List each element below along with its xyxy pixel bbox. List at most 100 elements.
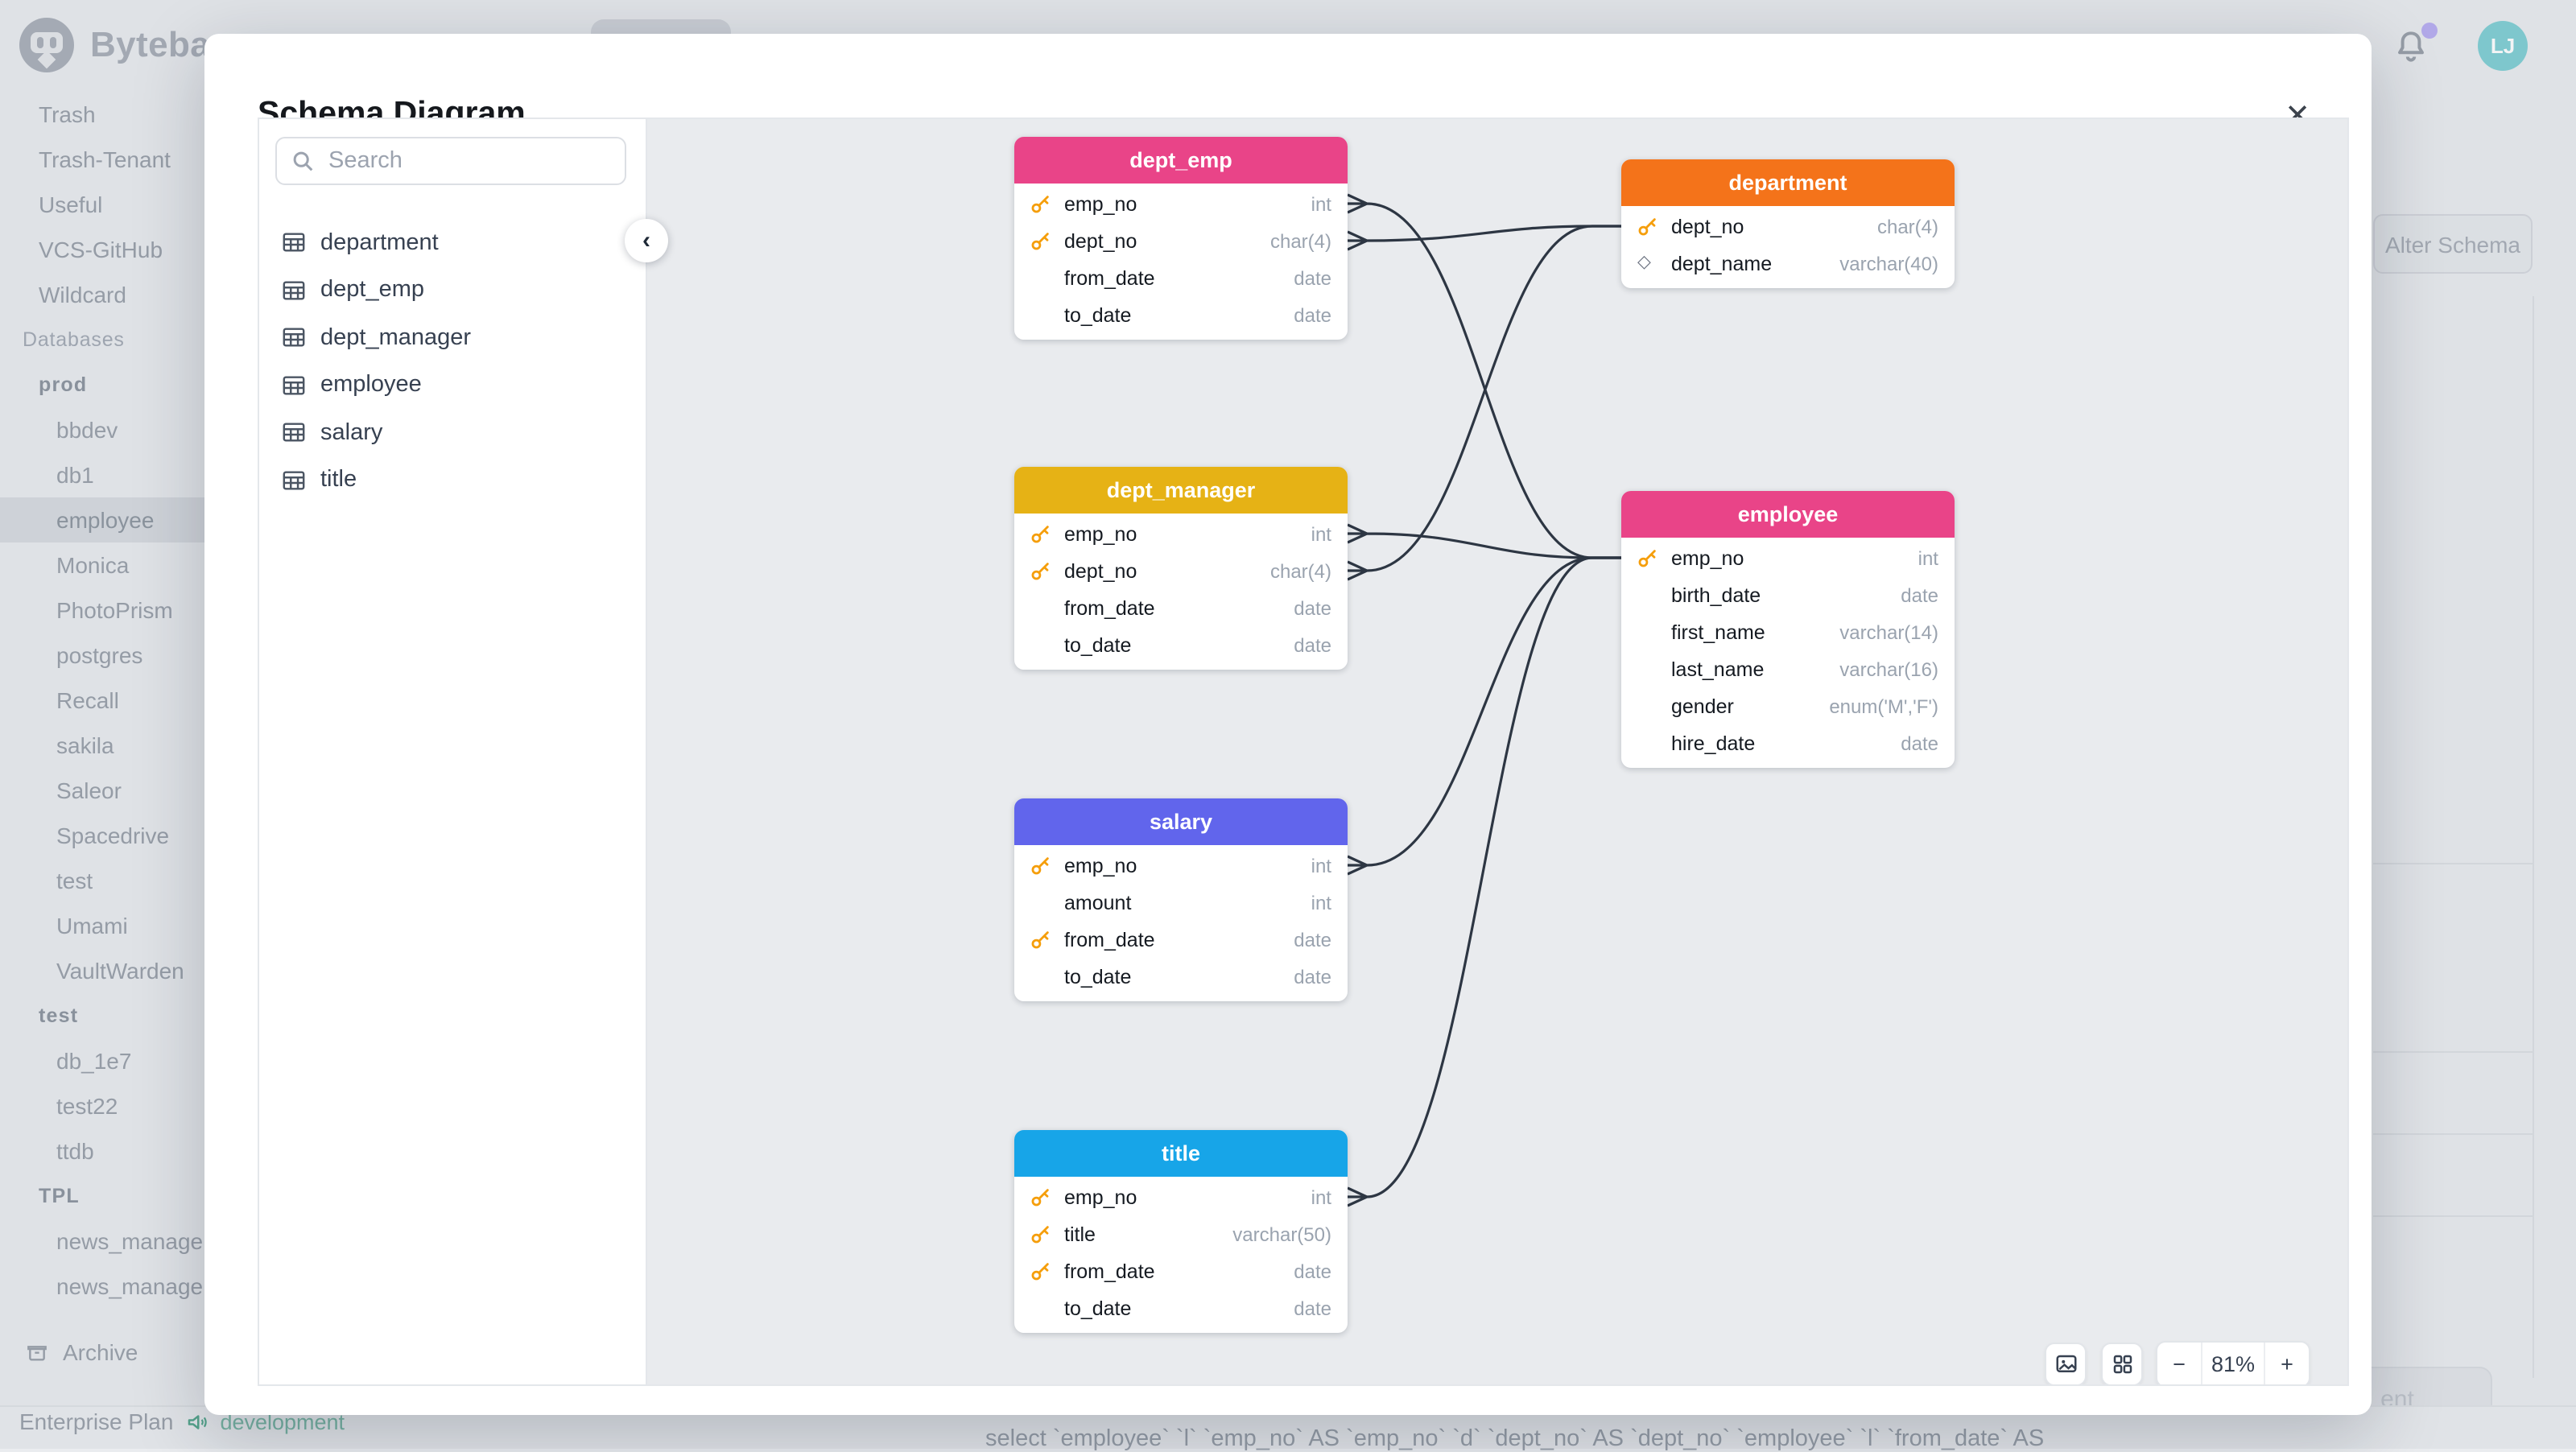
table-header[interactable]: employee xyxy=(1621,491,1955,538)
notification-dot xyxy=(2421,23,2438,39)
sidebar-item-databases: Databases xyxy=(0,317,333,362)
sidebar-item-monica[interactable]: Monica xyxy=(0,542,333,588)
column-type: char(4) xyxy=(1269,229,1331,252)
sidebar-item-spacedrive[interactable]: Spacedrive xyxy=(0,813,333,858)
sidebar-item-postgres[interactable]: postgres xyxy=(0,633,333,678)
column-type: date xyxy=(1294,633,1331,656)
table-list-item-title[interactable]: title xyxy=(259,456,646,504)
sidebar-item-trash[interactable]: Trash xyxy=(0,92,333,137)
avatar[interactable]: LJ xyxy=(2478,21,2528,71)
column-name: from_date xyxy=(1064,928,1155,951)
sidebar-item-label: test xyxy=(56,868,93,893)
sidebar-item-test[interactable]: test xyxy=(0,993,333,1038)
sidebar-item-label: test22 xyxy=(56,1093,118,1119)
column-name: from_date xyxy=(1064,596,1155,619)
sidebar-item-label: postgres xyxy=(56,642,143,668)
sidebar-item-vcs-github[interactable]: VCS-GitHub xyxy=(0,227,333,272)
grid-layout-icon xyxy=(2112,1355,2132,1374)
auto-layout-button[interactable] xyxy=(2101,1343,2143,1384)
column-type: date xyxy=(1294,1297,1331,1319)
sidebar-item-label: Useful xyxy=(39,192,103,217)
sidebar-item-label: test xyxy=(39,1004,79,1027)
column-name: from_date xyxy=(1064,266,1155,289)
table-list-item-department[interactable]: department xyxy=(259,219,646,266)
table-header[interactable]: title xyxy=(1014,1130,1348,1177)
export-image-button[interactable] xyxy=(2045,1343,2087,1384)
sidebar-item-vaultwarden[interactable]: VaultWarden xyxy=(0,948,333,993)
collapse-sidebar-button[interactable]: ‹ xyxy=(625,219,668,262)
sidebar-item-umami[interactable]: Umami xyxy=(0,903,333,948)
sidebar-item-sakila[interactable]: sakila xyxy=(0,723,333,768)
sidebar-item-label: prod xyxy=(39,373,88,396)
column-type: date xyxy=(1294,928,1331,951)
table-list-item-dept_emp[interactable]: dept_emp xyxy=(259,266,646,314)
sidebar-item-photoprism[interactable]: PhotoPrism xyxy=(0,588,333,633)
sidebar-item-news-manage[interactable]: news_manage xyxy=(0,1264,333,1309)
primary-key-icon xyxy=(1031,563,1049,580)
primary-key-icon xyxy=(1031,931,1049,949)
sidebar-item-test[interactable]: test xyxy=(0,858,333,903)
table-header[interactable]: department xyxy=(1621,159,1955,206)
sidebar-item-db-1e7[interactable]: db_1e7 xyxy=(0,1038,333,1083)
sidebar-item-label: Recall xyxy=(56,687,119,713)
zoom-out-button[interactable]: − xyxy=(2173,1352,2186,1376)
sidebar-item-prod[interactable]: prod xyxy=(0,362,333,407)
table-list-item-salary[interactable]: salary xyxy=(259,409,646,456)
archive-icon xyxy=(27,1346,47,1361)
sidebar-item-label: Databases xyxy=(23,328,125,351)
search-input[interactable]: Search xyxy=(275,137,626,185)
sidebar-item-label: Archive xyxy=(63,1339,138,1365)
column-name: to_date xyxy=(1064,1297,1132,1319)
notification-bell-icon[interactable] xyxy=(2391,27,2431,68)
column-type: varchar(14) xyxy=(1839,621,1938,643)
table-list-item-label: dept_emp xyxy=(320,277,424,303)
sidebar-item-wildcard[interactable]: Wildcard xyxy=(0,272,333,317)
sidebar-item-tpl[interactable]: TPL xyxy=(0,1174,333,1219)
sidebar-item-useful[interactable]: Useful xyxy=(0,182,333,227)
sidebar-item-db1[interactable]: db1 xyxy=(0,452,333,497)
table-header[interactable]: dept_emp xyxy=(1014,137,1348,184)
sidebar-item-news-manage[interactable]: news_manage xyxy=(0,1219,333,1264)
sidebar-item-recall[interactable]: Recall xyxy=(0,678,333,723)
column-name: emp_no xyxy=(1064,522,1137,545)
column-type: date xyxy=(1294,1260,1331,1282)
sidebar-item-archive[interactable]: Archive xyxy=(0,1330,333,1375)
sidebar-item-bbdev[interactable]: bbdev xyxy=(0,407,333,452)
table-icon xyxy=(283,375,305,395)
table-list-item-dept_manager[interactable]: dept_manager xyxy=(259,314,646,361)
column-type: varchar(50) xyxy=(1232,1223,1331,1245)
sidebar-item-ttdb[interactable]: ttdb xyxy=(0,1128,333,1174)
sidebar-item-label: Wildcard xyxy=(39,282,126,307)
background-row-line xyxy=(2373,863,2533,864)
alter-schema-button[interactable]: Alter Schema xyxy=(2373,214,2533,274)
relationship-edges xyxy=(1347,193,1621,1207)
sidebar-item-test22[interactable]: test22 xyxy=(0,1083,333,1128)
primary-key-icon xyxy=(1031,1226,1049,1244)
zoom-in-button[interactable]: + xyxy=(2281,1352,2293,1376)
sidebar-item-saleor[interactable]: Saleor xyxy=(0,768,333,813)
column-name: title xyxy=(1064,1223,1096,1245)
table-header[interactable]: salary xyxy=(1014,798,1348,845)
table-header[interactable]: dept_manager xyxy=(1014,467,1348,514)
zoom-level: 81% xyxy=(2211,1352,2256,1376)
sidebar-item-label: Saleor xyxy=(56,778,122,803)
column-name: emp_no xyxy=(1064,854,1137,877)
sidebar-item-label: Spacedrive xyxy=(56,823,170,848)
sidebar-item-trash-tenant[interactable]: Trash-Tenant xyxy=(0,137,333,182)
table-list-item-employee[interactable]: employee xyxy=(259,361,646,409)
bytebase-logo-icon xyxy=(19,18,74,72)
